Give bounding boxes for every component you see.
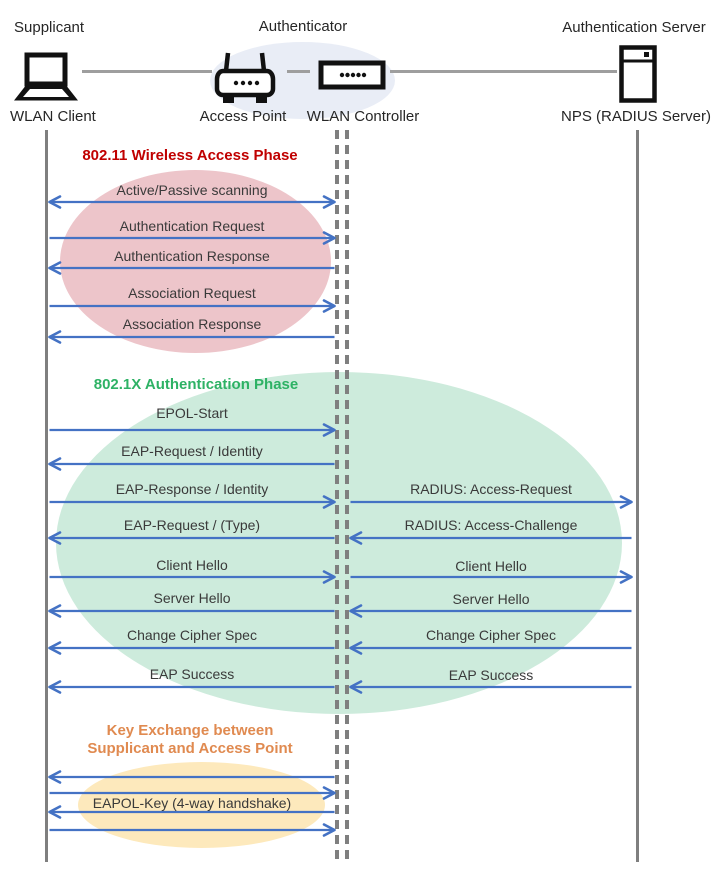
message-arrow <box>48 641 335 655</box>
message-arrow <box>49 570 336 584</box>
message-label: EAP-Request / (Type) <box>123 517 261 533</box>
role-label-supplicant: Supplicant <box>14 19 85 36</box>
message-arrow <box>48 680 335 694</box>
message-label: EAP-Response / Identity <box>115 481 269 497</box>
message-label: Authentication Request <box>119 218 265 234</box>
connector-client-ap <box>82 70 212 73</box>
laptop-icon <box>14 52 78 101</box>
message-arrow <box>48 457 335 471</box>
lifeline-wlan-client <box>45 130 48 862</box>
lifeline-wlan-controller-dashed-right <box>345 130 349 862</box>
message-arrow <box>49 495 336 509</box>
message-arrow <box>49 299 336 313</box>
phase3-title: Key Exchange between Supplicant and Acce… <box>87 722 293 757</box>
message-label: Server Hello <box>153 590 231 606</box>
message-label: Client Hello <box>156 557 228 573</box>
wlan-controller-icon <box>318 60 386 90</box>
message-arrow <box>349 604 632 618</box>
message-label: Association Response <box>122 316 262 332</box>
message-arrow <box>48 330 335 344</box>
message-arrow <box>349 680 632 694</box>
message-label: EAP-Request / Identity <box>121 443 263 459</box>
role-label-authenticator: Authenticator <box>258 18 348 35</box>
phase1-ellipse <box>60 170 331 353</box>
message-arrow <box>48 770 335 784</box>
message-arrow <box>49 231 336 245</box>
message-label: RADIUS: Access-Request <box>410 481 572 497</box>
connector-controller-server <box>390 70 617 73</box>
server-icon <box>619 45 657 103</box>
phase1-title: 802.11 Wireless Access Phase <box>82 147 298 164</box>
message-arrow <box>49 786 336 800</box>
message-label: Association Request <box>128 285 256 301</box>
message-label: Change Cipher Spec <box>127 627 257 643</box>
message-arrow <box>349 641 632 655</box>
message-arrow <box>48 604 335 618</box>
role-label-authentication-server: Authentication Server <box>562 19 706 36</box>
message-label: EAP Success <box>448 667 534 683</box>
message-label: EAPOL-Key (4-way handshake) <box>92 795 292 811</box>
connector-ap-controller <box>287 70 310 73</box>
message-arrow <box>350 495 633 509</box>
device-label-wlan-client: WLAN Client <box>10 108 96 125</box>
message-label: RADIUS: Access-Challenge <box>404 517 578 533</box>
device-label-nps-radius-server: NPS (RADIUS Server) <box>560 108 712 125</box>
message-label: Change Cipher Spec <box>426 627 556 643</box>
message-label: EPOL-Start <box>156 405 228 421</box>
device-label-wlan-controller: WLAN Controller <box>306 108 420 125</box>
message-label: EAP Success <box>149 666 235 682</box>
phase2-title: 802.1X Authentication Phase <box>93 376 299 393</box>
message-arrow <box>349 531 632 545</box>
lifeline-nps-server <box>636 130 639 862</box>
message-arrow <box>48 805 335 819</box>
lifeline-wlan-controller-dashed-left <box>335 130 339 862</box>
message-arrow <box>49 823 336 837</box>
message-label: Authentication Response <box>114 248 270 264</box>
message-arrow <box>48 195 336 209</box>
message-label: Active/Passive scanning <box>116 182 268 198</box>
message-arrow <box>49 423 336 437</box>
message-label: Server Hello <box>452 591 530 607</box>
message-arrow <box>350 570 633 584</box>
access-point-icon <box>214 52 276 103</box>
message-arrow <box>48 261 335 275</box>
device-label-access-point: Access Point <box>199 108 287 125</box>
message-arrow <box>48 531 335 545</box>
message-label: Client Hello <box>455 558 527 574</box>
